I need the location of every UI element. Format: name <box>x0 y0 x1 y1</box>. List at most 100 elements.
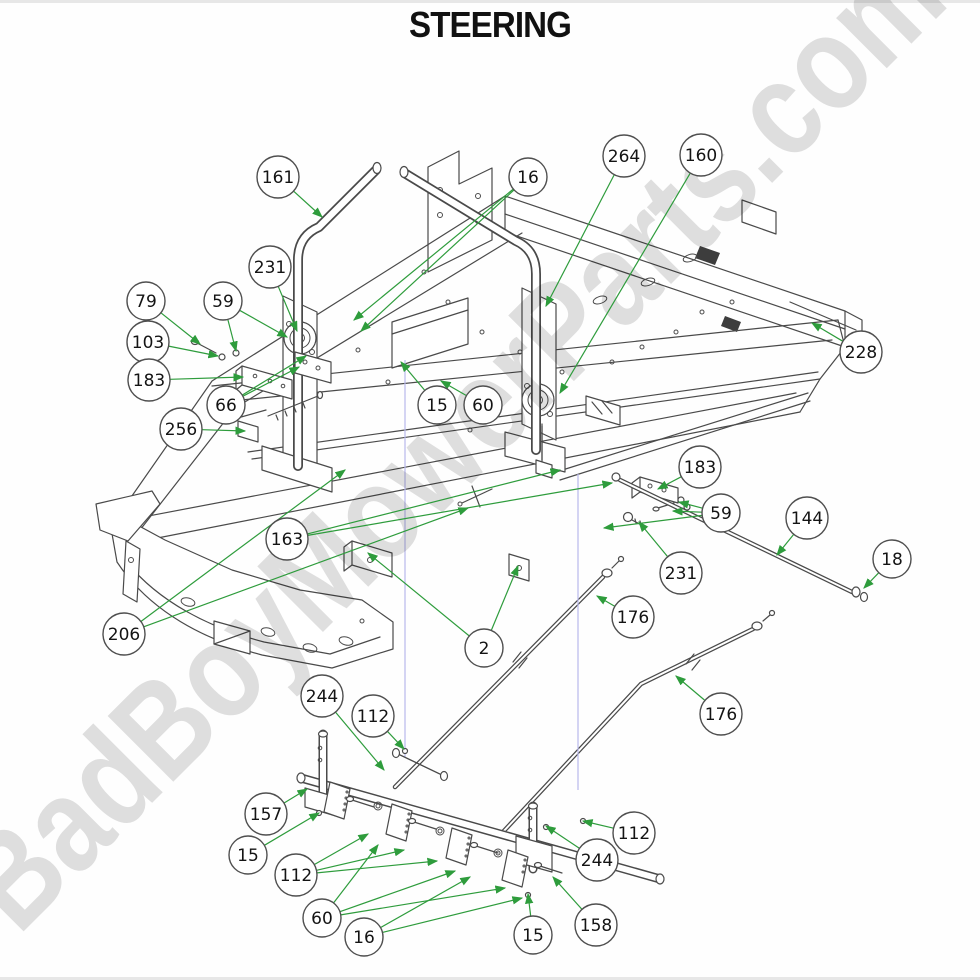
callout-264[interactable]: 264 <box>602 134 646 178</box>
callout-15[interactable]: 15 <box>513 915 553 955</box>
callout-circle[interactable] <box>574 903 618 947</box>
callout-circle[interactable] <box>127 358 171 402</box>
leader-line-66 <box>242 366 301 397</box>
leader-line-16 <box>380 876 472 929</box>
callout-label: 183 <box>684 458 716 478</box>
callout-circle[interactable] <box>699 692 743 736</box>
callout-circle[interactable] <box>463 385 503 425</box>
leader-line-112 <box>313 833 370 866</box>
callout-circle[interactable] <box>417 385 457 425</box>
callout-circle[interactable] <box>302 898 342 938</box>
callout-60[interactable]: 60 <box>463 385 503 425</box>
callout-circle[interactable] <box>785 496 829 540</box>
leader-line-60 <box>340 885 507 916</box>
callout-circle[interactable] <box>248 245 292 289</box>
steering-hoop-left <box>293 161 382 471</box>
callout-15[interactable]: 15 <box>228 835 268 875</box>
callout-circle[interactable] <box>102 612 146 656</box>
callout-circle[interactable] <box>513 915 553 955</box>
callout-163[interactable]: 163 <box>265 517 309 561</box>
leader-line-163 <box>307 468 562 535</box>
callout-circle[interactable] <box>228 835 268 875</box>
callout-206[interactable]: 206 <box>102 612 146 656</box>
leader-line-256 <box>201 426 247 435</box>
callout-circle[interactable] <box>159 407 203 451</box>
callout-183[interactable]: 183 <box>678 445 722 489</box>
callout-144[interactable]: 144 <box>785 496 829 540</box>
leader-line-60 <box>339 870 457 913</box>
callout-circle[interactable] <box>659 551 703 595</box>
callout-112[interactable]: 112 <box>612 811 656 855</box>
callout-circle[interactable] <box>351 694 395 738</box>
callout-160[interactable]: 160 <box>679 133 723 177</box>
callout-label: 112 <box>280 866 312 886</box>
callout-label: 112 <box>357 707 389 727</box>
callout-112[interactable]: 112 <box>274 853 318 897</box>
callout-2[interactable]: 2 <box>464 628 504 668</box>
callout-16[interactable]: 16 <box>508 157 548 197</box>
leader-line-59 <box>677 500 703 509</box>
callout-circle[interactable] <box>203 281 243 321</box>
callout-circle[interactable] <box>300 674 344 718</box>
callout-label: 2 <box>479 639 490 659</box>
callout-16[interactable]: 16 <box>344 917 384 957</box>
tie-rod-left <box>392 555 625 790</box>
callout-circle[interactable] <box>508 157 548 197</box>
callout-228[interactable]: 228 <box>839 330 883 374</box>
callout-59[interactable]: 59 <box>701 493 741 533</box>
callout-label: 60 <box>472 396 494 416</box>
leader-line-231 <box>277 286 298 333</box>
callout-15[interactable]: 15 <box>417 385 457 425</box>
callout-157[interactable]: 157 <box>244 792 288 836</box>
callout-circle[interactable] <box>872 539 912 579</box>
leader-line-206 <box>140 469 346 622</box>
callout-circle[interactable] <box>678 445 722 489</box>
callout-231[interactable]: 231 <box>659 551 703 595</box>
callout-circle[interactable] <box>126 281 166 321</box>
callout-circle[interactable] <box>611 595 655 639</box>
front-bumper <box>95 490 394 669</box>
callout-231[interactable]: 231 <box>248 245 292 289</box>
callout-circle[interactable] <box>701 493 741 533</box>
tie-rod-right <box>499 609 776 836</box>
leader-line-112 <box>386 730 405 750</box>
callout-158[interactable]: 158 <box>574 903 618 947</box>
callout-label: 112 <box>618 824 650 844</box>
callout-circle[interactable] <box>274 853 318 897</box>
callout-244[interactable]: 244 <box>575 838 619 882</box>
callout-18[interactable]: 18 <box>872 539 912 579</box>
callout-label: 15 <box>237 846 259 866</box>
callout-label: 18 <box>881 550 903 570</box>
callout-circle[interactable] <box>206 385 246 425</box>
callout-183[interactable]: 183 <box>127 358 171 402</box>
callout-244[interactable]: 244 <box>300 674 344 718</box>
callout-112[interactable]: 112 <box>351 694 395 738</box>
callout-79[interactable]: 79 <box>126 281 166 321</box>
callout-59[interactable]: 59 <box>203 281 243 321</box>
callout-60[interactable]: 60 <box>302 898 342 938</box>
leader-line-18 <box>863 572 880 589</box>
leader-line-183 <box>656 476 682 490</box>
callout-66[interactable]: 66 <box>206 385 246 425</box>
callout-circle[interactable] <box>839 330 883 374</box>
callout-circle[interactable] <box>464 628 504 668</box>
callout-161[interactable]: 161 <box>256 155 300 199</box>
leader-line-103 <box>168 345 220 359</box>
callout-circle[interactable] <box>575 838 619 882</box>
callout-circle[interactable] <box>256 155 300 199</box>
callout-circle[interactable] <box>602 134 646 178</box>
callout-label: 158 <box>580 916 612 936</box>
callout-label: 228 <box>845 343 877 363</box>
callout-256[interactable]: 256 <box>159 407 203 451</box>
callout-circle[interactable] <box>344 917 384 957</box>
callout-103[interactable]: 103 <box>126 320 170 364</box>
callout-176[interactable]: 176 <box>699 692 743 736</box>
callout-label: 160 <box>685 146 717 166</box>
callout-176[interactable]: 176 <box>611 595 655 639</box>
steering-hoop-right <box>399 165 541 455</box>
callout-circle[interactable] <box>244 792 288 836</box>
leader-line-158 <box>552 876 583 910</box>
callout-circle[interactable] <box>612 811 656 855</box>
callout-circle[interactable] <box>679 133 723 177</box>
callout-circle[interactable] <box>265 517 309 561</box>
